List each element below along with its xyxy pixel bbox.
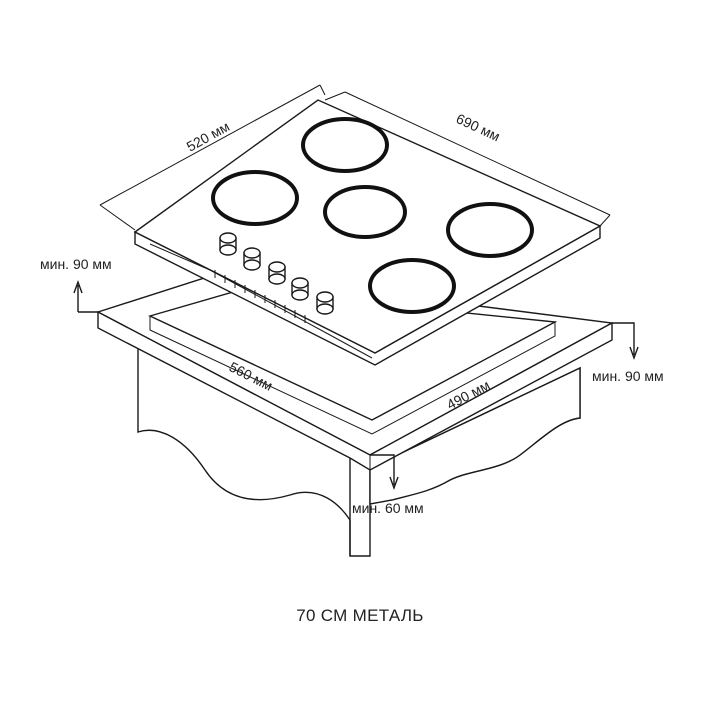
burner-left — [211, 170, 299, 226]
hob-depth-label: 690 мм — [454, 110, 503, 144]
min-right-clearance-label: мин. 90 мм — [592, 368, 664, 384]
min-front-clearance-label: мин. 60 мм — [352, 500, 424, 516]
burner-right — [446, 202, 534, 258]
control-knobs — [219, 232, 334, 315]
dimension-lines — [73, 84, 639, 491]
knob — [243, 247, 261, 271]
knob — [219, 232, 237, 256]
countertop-cutout-frame — [96, 272, 615, 471]
min-left-clearance-label: мин. 90 мм — [40, 256, 112, 272]
knob — [316, 291, 334, 315]
hob — [133, 99, 602, 366]
knob — [268, 261, 286, 285]
knob-vents — [214, 270, 306, 323]
caption: 70 СМ МЕТАЛЬ — [296, 606, 424, 625]
knob — [291, 277, 309, 301]
burner-front — [368, 258, 456, 314]
cabinet — [137, 330, 581, 557]
burner-back — [301, 117, 389, 173]
burner-center — [323, 185, 407, 239]
